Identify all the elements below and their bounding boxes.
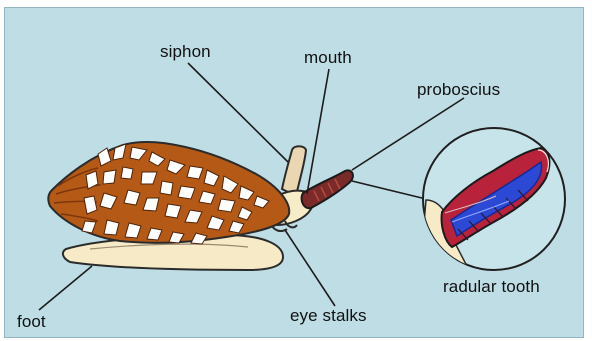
radular-tooth-label: radular tooth <box>443 278 540 295</box>
inset-connector-line <box>352 181 426 199</box>
eye-stalks-leader-line <box>285 230 335 306</box>
eye-stalks-label: eye stalks <box>290 307 367 324</box>
snail-proboscis <box>302 170 353 208</box>
foot-label: foot <box>17 313 46 330</box>
snail-siphon <box>282 146 306 196</box>
siphon-label: siphon <box>160 43 211 60</box>
siphon-leader-line <box>188 63 288 162</box>
mouth-leader-line <box>307 69 329 194</box>
mouth-label: mouth <box>304 49 352 66</box>
proboscis-label: proboscius <box>417 81 500 98</box>
foot-leader-line <box>39 266 92 310</box>
radular-tooth-magnified <box>420 128 565 272</box>
